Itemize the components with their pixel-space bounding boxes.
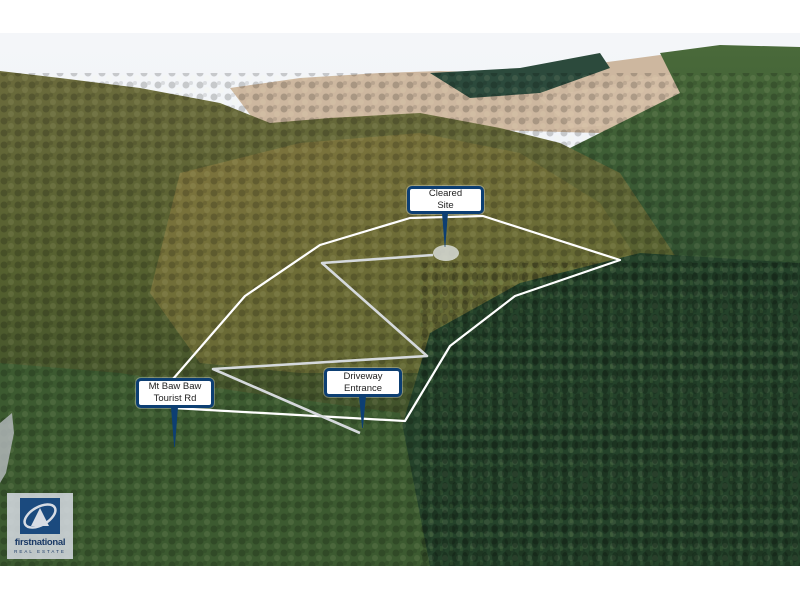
property-boundary <box>172 214 622 423</box>
landscape-scene <box>0 33 800 566</box>
aerial-photo <box>0 33 800 566</box>
inner-boundary <box>211 253 434 435</box>
